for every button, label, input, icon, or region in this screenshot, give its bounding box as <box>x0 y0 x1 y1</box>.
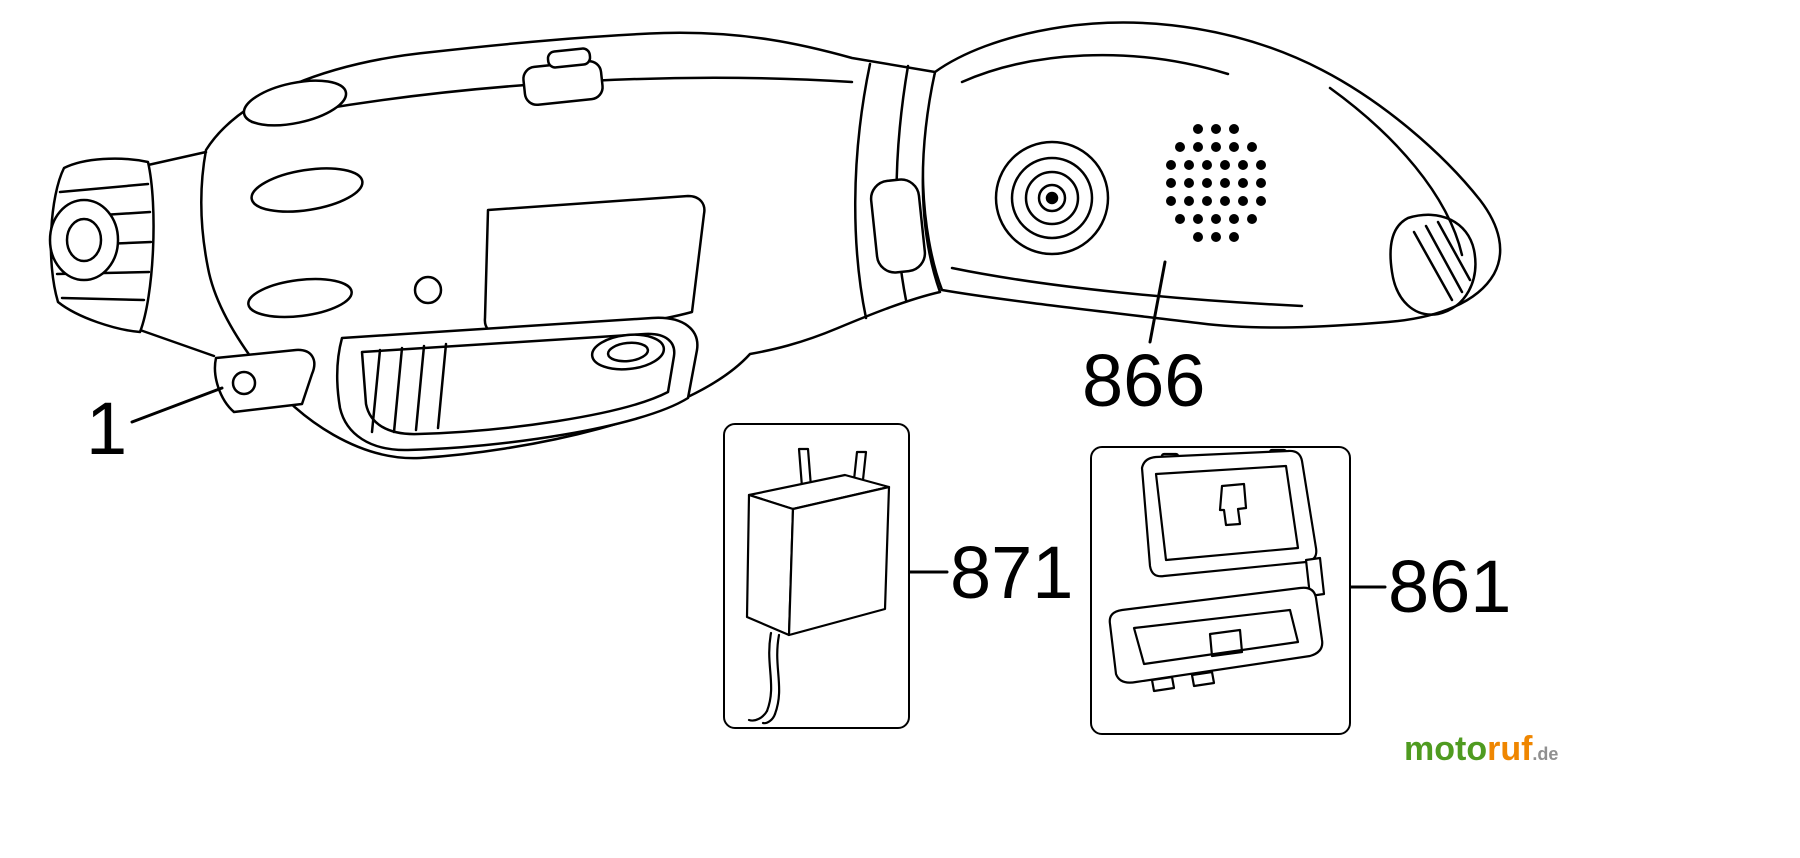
case-box <box>1090 446 1351 735</box>
watermark-brand-orange: ruf <box>1487 730 1533 768</box>
pivot-joint <box>994 140 1110 256</box>
watermark-tld: .de <box>1532 744 1559 764</box>
vent-dots <box>1166 124 1266 242</box>
grip-rail <box>335 316 699 452</box>
callout-label-866: 866 <box>1082 339 1206 422</box>
rear-clip <box>1389 213 1477 316</box>
chuck <box>48 150 216 358</box>
callout-label-1: 1 <box>86 387 128 470</box>
callout-label-861: 861 <box>1388 545 1512 628</box>
watermark-brand-green: moto <box>1404 730 1488 768</box>
leader-lines <box>130 260 1387 589</box>
watermark-logo: motoruf.de <box>1404 732 1558 766</box>
main-housing <box>200 31 942 460</box>
callout-label-871: 871 <box>950 531 1074 614</box>
belt-clip <box>213 348 316 414</box>
charger-box <box>723 423 910 729</box>
tool-rear-housing <box>921 21 1502 329</box>
charger-icon <box>745 447 891 725</box>
case-icon <box>1108 448 1326 693</box>
